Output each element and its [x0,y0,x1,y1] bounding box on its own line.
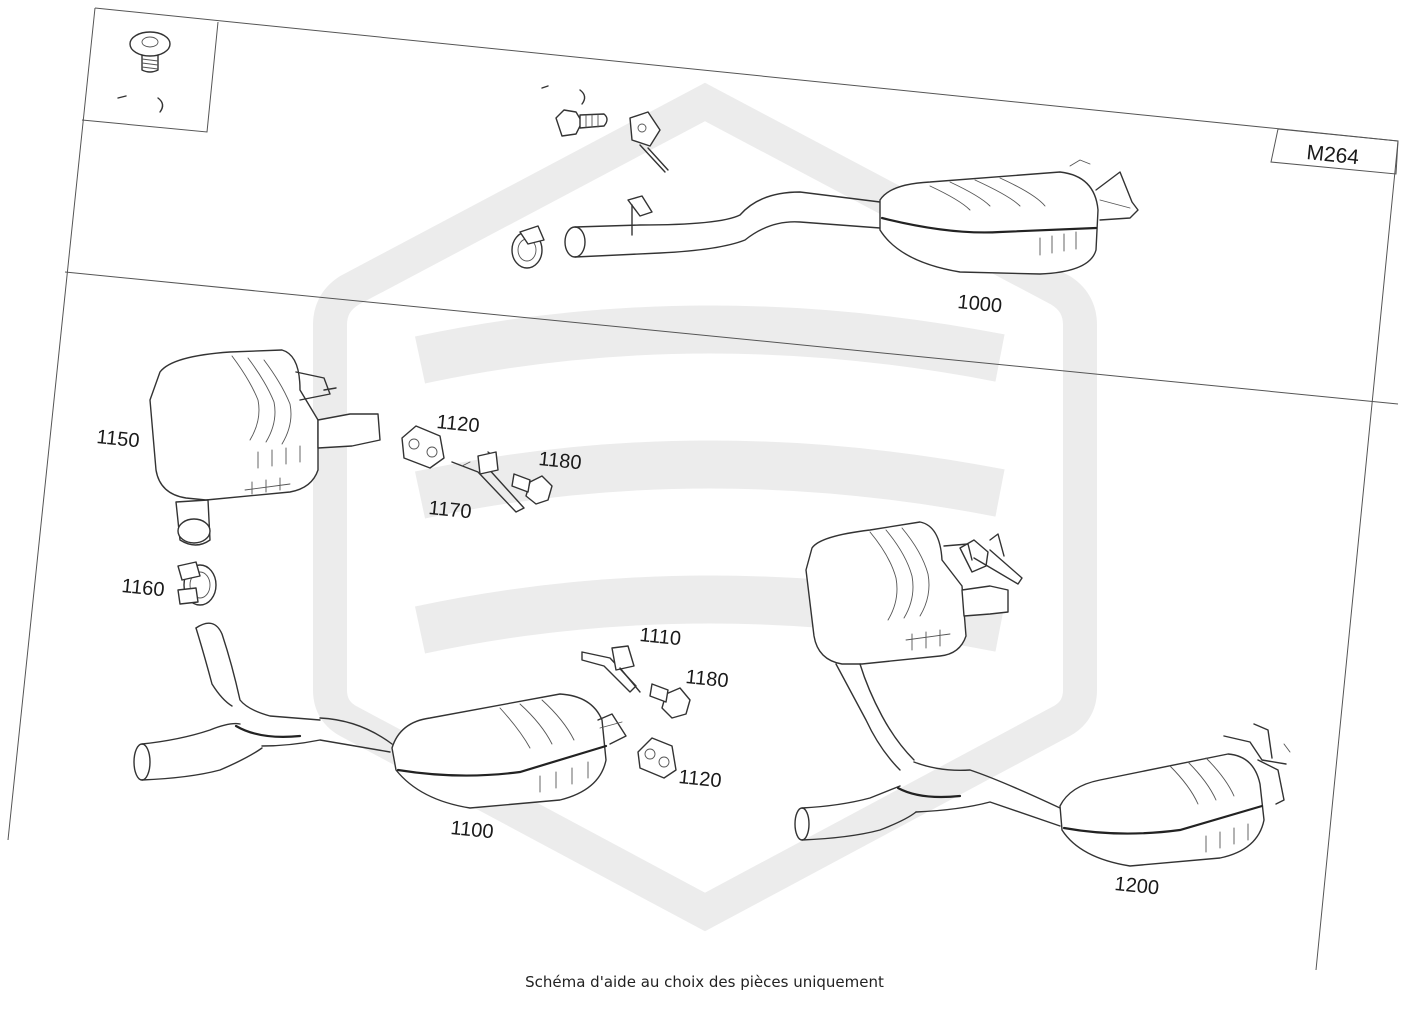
part-1170-bracket [451,451,525,513]
part-1000-front-pipe [564,159,1139,275]
callout-1000: 1000 [956,291,1002,317]
callout-1170: 1170 [427,497,472,523]
callout-1120-lower: 1120 [677,766,722,792]
part-1100-y-pipe-silencer [133,622,627,809]
bolt-fragment-marks [541,85,586,105]
callout-1180-lower: 1180 [684,666,729,692]
callout-1160: 1160 [120,575,165,601]
diagram-caption: Schéma d'aide au choix des pièces unique… [525,973,884,991]
part-1110-bracket [581,645,641,693]
callout-1120-upper: 1120 [435,411,480,437]
part-1120-rubber-mount-lower [637,737,677,779]
callout-1200: 1200 [1113,873,1159,899]
model-label: M264 [1305,141,1360,169]
part-1160-clamp [177,561,217,606]
part-1150-rear-silencer [149,349,381,546]
callout-1150: 1150 [95,426,140,452]
part-1180-bolt-upper [511,473,553,505]
callout-1180-upper: 1180 [537,448,582,474]
hanger-bracket-top-icon [629,111,669,173]
bolt-top-icon [555,109,608,137]
sheet-frame [7,7,1399,971]
callout-1110: 1110 [638,624,682,650]
part-1200-rear-assembly [794,521,1291,867]
callout-1100: 1100 [449,817,494,843]
part-1120-rubber-mount-upper [401,425,445,469]
legend-screw-icon [117,31,171,113]
pipe-clamp-top-icon [511,225,545,269]
part-1180-bolt-lower [649,683,691,719]
